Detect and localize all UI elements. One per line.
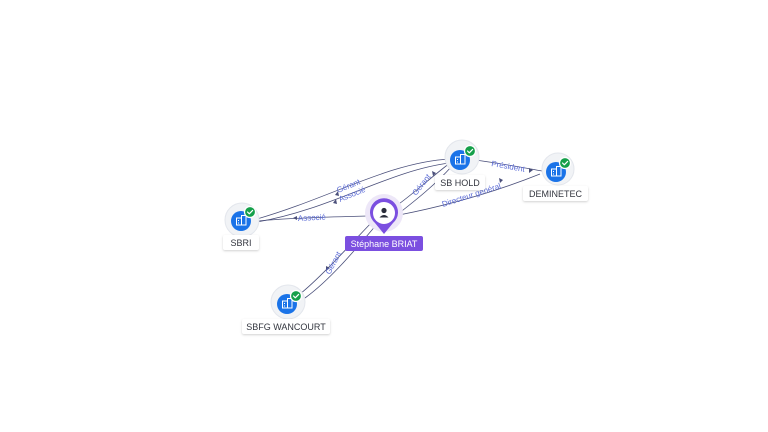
- edge-person-sbhold: [395, 162, 451, 207]
- node-label-box: [435, 175, 485, 190]
- node-sbri-label: SBRI: [230, 238, 251, 248]
- node-label-box: [523, 186, 588, 201]
- edge-label-associe-sbri: Associé: [298, 213, 327, 223]
- edge-label-gerant-sbfg: Gérant: [324, 249, 344, 276]
- edge-label-gerant-sbhold: Gérant: [410, 172, 433, 197]
- node-deminetec[interactable]: DEMINETEC: [523, 152, 588, 201]
- edge-person-sbhold-2: [397, 165, 453, 215]
- edge-sbri-sbhold-gerant: [256, 158, 451, 220]
- node-person[interactable]: Stéphane BRIAT: [345, 194, 423, 251]
- arrow-head: [499, 178, 503, 183]
- verified-check-icon: [463, 144, 477, 158]
- arrow-head: [432, 171, 436, 176]
- arrow-head: [529, 168, 533, 173]
- edge-sbri-sbhold-associe: [256, 162, 451, 223]
- person-label-box: [345, 236, 423, 251]
- person-icon: [379, 207, 389, 218]
- building-icon: [282, 298, 293, 309]
- edge-sbhold-deminetec: [473, 159, 543, 172]
- arrow-head: [326, 266, 330, 271]
- arrow-head: [293, 216, 297, 220]
- edge-person-sbfg: [304, 223, 378, 299]
- edge-label-president: Président: [491, 159, 527, 174]
- verified-check-icon: [289, 289, 303, 303]
- person-label: Stéphane BRIAT: [351, 239, 418, 249]
- verified-check-icon: [558, 156, 572, 170]
- arrow-head: [333, 199, 337, 204]
- node-label-box: [223, 235, 259, 250]
- node-sbfg-label: SBFG WANCOURT: [246, 322, 326, 332]
- node-deminetec-label: DEMINETEC: [529, 189, 583, 199]
- edge-person-sbri: [257, 215, 370, 222]
- edge-person-sbfg-2: [299, 221, 373, 295]
- edge-person-deminetec: [398, 173, 541, 216]
- node-sbhold-label: SB HOLD: [440, 178, 480, 188]
- building-icon: [236, 215, 247, 226]
- arrow-head: [335, 191, 339, 196]
- node-sbfg-wancourt[interactable]: SBFG WANCOURT: [242, 284, 330, 334]
- edge-labels: Associé Gérant Associé Gérant Directeur …: [298, 159, 527, 276]
- building-icon: [551, 166, 562, 177]
- building-icon: [455, 154, 466, 165]
- edges: [256, 158, 543, 299]
- node-sbri[interactable]: SBRI: [223, 202, 260, 250]
- verified-check-icon: [243, 205, 257, 219]
- node-label-box: [242, 319, 330, 334]
- node-sbhold[interactable]: SB HOLD: [435, 139, 485, 190]
